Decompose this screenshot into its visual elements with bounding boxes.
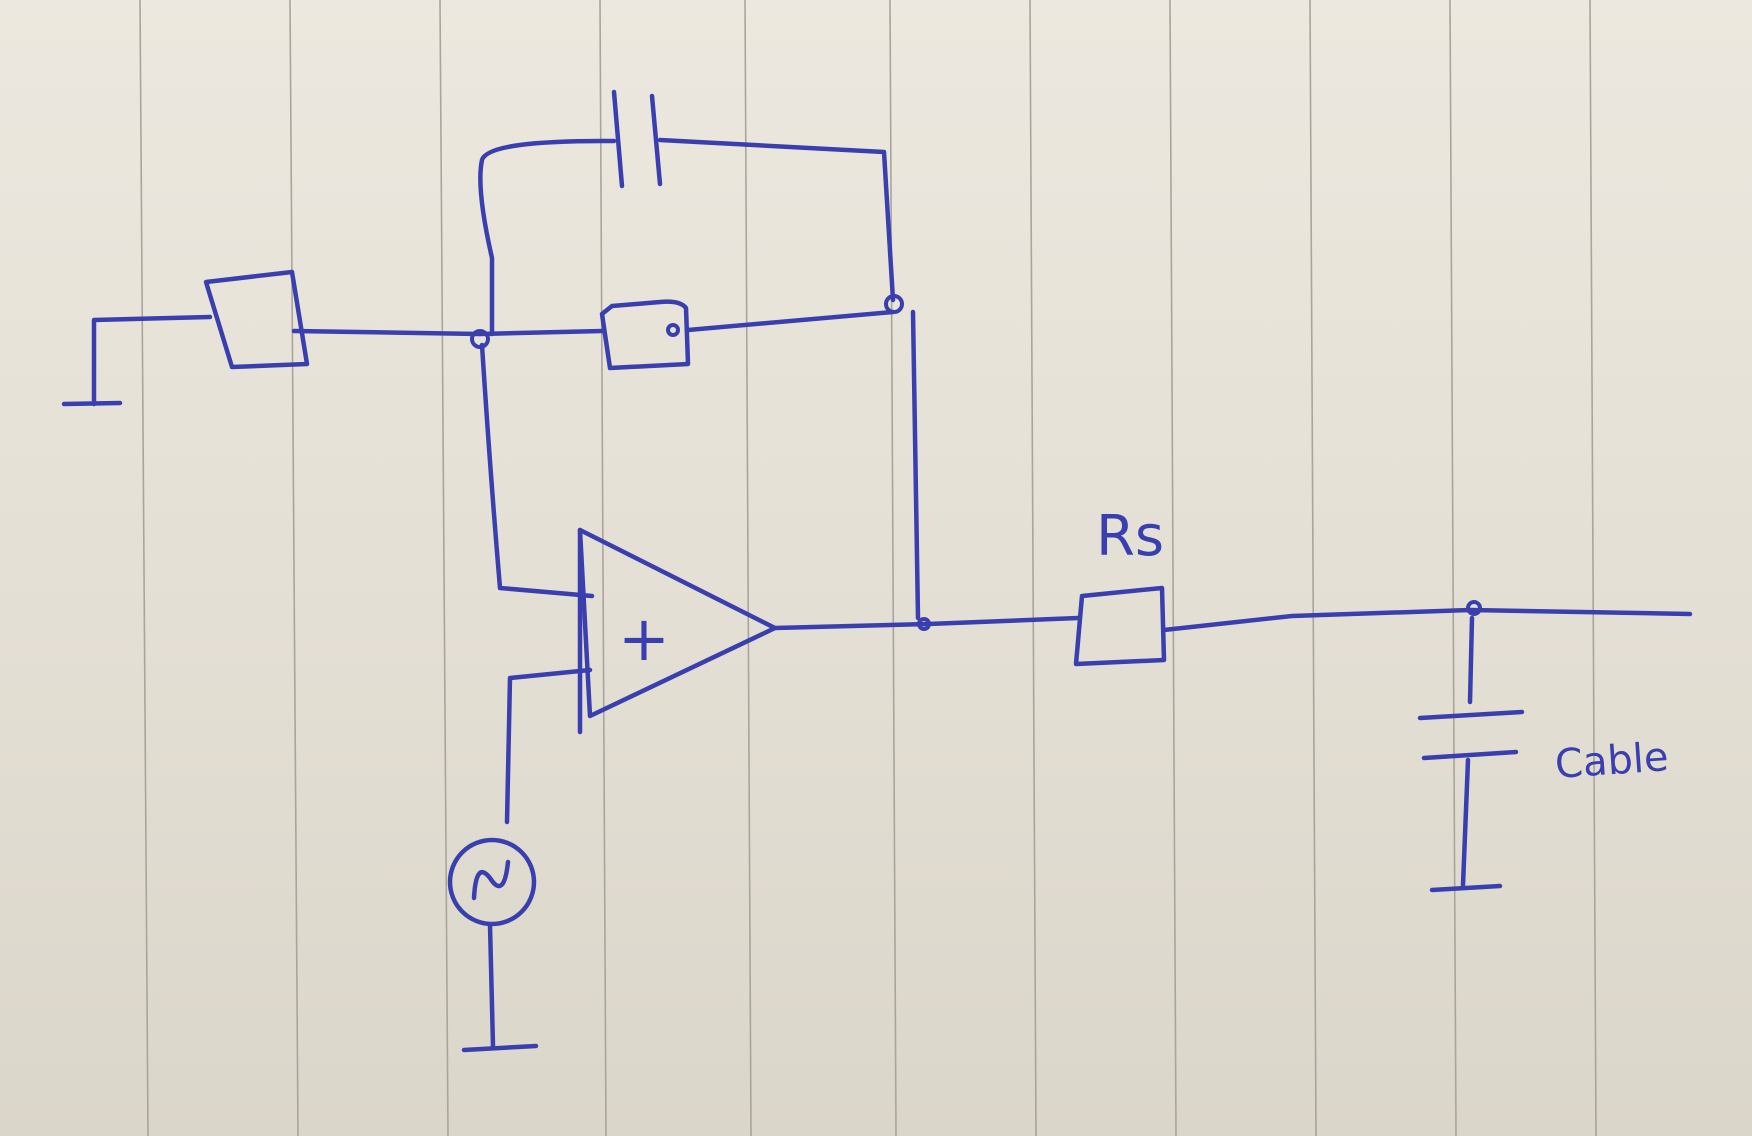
ground-symbol-bottom bbox=[461, 1043, 539, 1053]
cable-node bbox=[1466, 600, 1482, 616]
cable-capacitor-wire bbox=[1467, 615, 1475, 705]
feedback-resistor-wire-right bbox=[685, 309, 896, 333]
series-resistor-label: Rs bbox=[1096, 504, 1164, 569]
cable-capacitor bbox=[1417, 709, 1525, 761]
feedback-capacitor-wire bbox=[478, 138, 617, 337]
notebook-ruling bbox=[139, 0, 1597, 1136]
ac-source-ground-wire bbox=[487, 922, 496, 1049]
feedback-resistor-terminal bbox=[666, 323, 680, 337]
ground-symbol-right bbox=[1429, 883, 1503, 893]
ac-source bbox=[447, 837, 539, 1053]
input-resistor bbox=[203, 269, 310, 370]
feedback-return-wire bbox=[910, 309, 921, 621]
feedback-capacitor-wire-right bbox=[657, 137, 896, 303]
inverting-input-wire bbox=[479, 342, 595, 599]
input-resistor-wire bbox=[291, 328, 483, 337]
series-resistor bbox=[1073, 585, 1167, 667]
output-to-rs-wire bbox=[925, 615, 1081, 627]
op-amp bbox=[577, 527, 778, 719]
cable-capacitor-ground-wire bbox=[1460, 757, 1471, 888]
feedback-resistor-wire-left bbox=[477, 328, 605, 337]
output-wire bbox=[772, 621, 931, 631]
sine-wave-icon bbox=[471, 859, 511, 901]
feedback-top-node bbox=[884, 294, 904, 314]
feedback-resistor bbox=[599, 299, 691, 371]
series-resistor-wire bbox=[1161, 607, 1693, 633]
ground-symbol-left bbox=[61, 314, 213, 407]
feedback-capacitor bbox=[611, 89, 663, 189]
noninverting-input-wire bbox=[504, 667, 593, 825]
noninverting-input-label: + bbox=[618, 602, 670, 675]
cable-capacitor-label: Cable bbox=[1553, 734, 1669, 788]
